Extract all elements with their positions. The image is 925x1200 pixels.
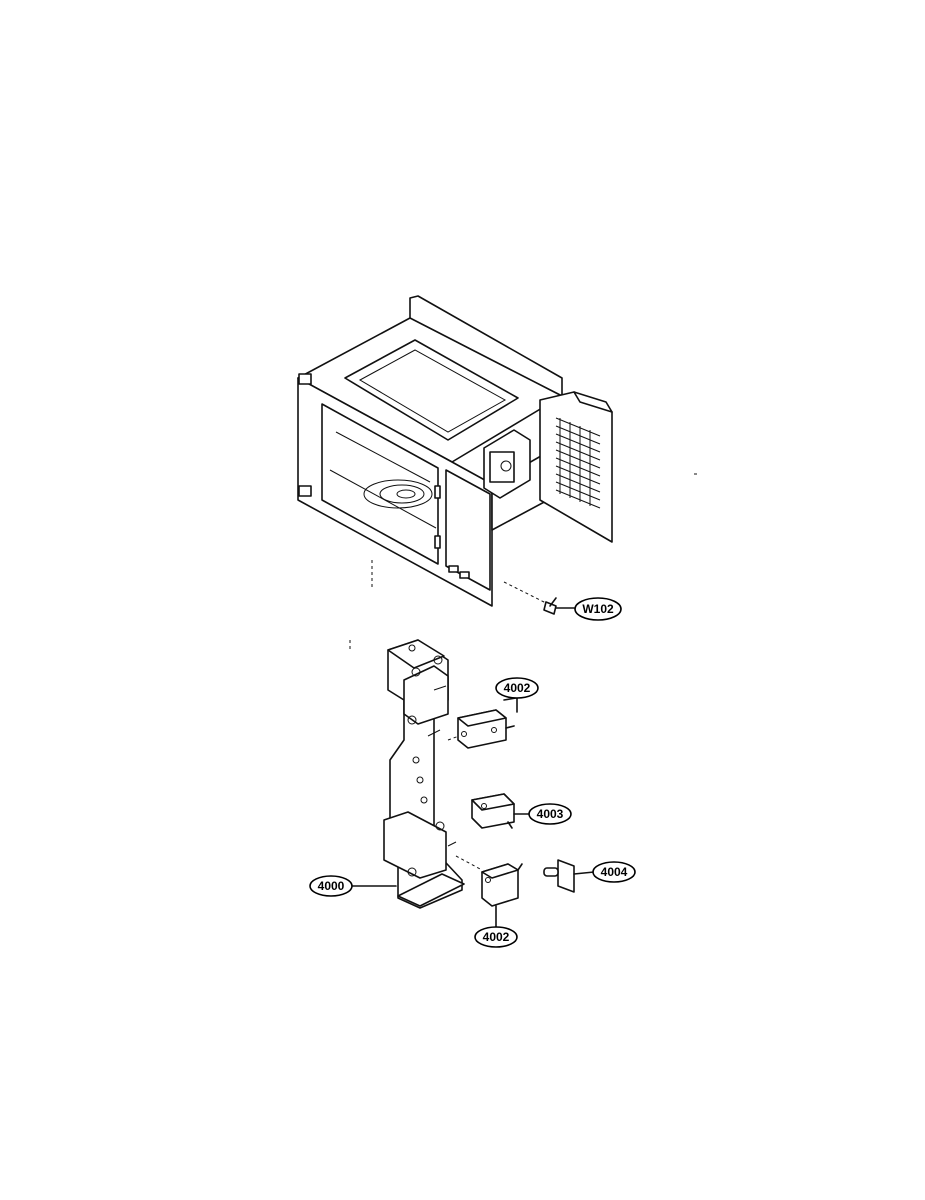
- callout-4000: 4000: [309, 875, 397, 897]
- microwave-cavity-illustration: [297, 295, 613, 607]
- callout-w102-label: W102: [582, 602, 614, 616]
- callout-4004-label: 4004: [601, 865, 628, 879]
- callout-4004: 4004: [592, 861, 636, 883]
- callout-4000-label: 4000: [318, 879, 345, 893]
- vent-grille: [555, 417, 601, 509]
- callout-4003-label: 4003: [537, 807, 564, 821]
- part-4004-bracket: [543, 859, 595, 893]
- callout-4002-bottom-label: 4002: [483, 930, 510, 944]
- callout-4002-top: 4002: [495, 677, 539, 713]
- micro-switch-4002-bottom: [481, 863, 523, 907]
- latch-board-4000: [349, 639, 483, 909]
- screw-w102: [543, 597, 575, 615]
- micro-switch-4003: [471, 793, 533, 829]
- callout-4002-top-label: 4002: [504, 681, 531, 695]
- micro-switch-4002-top: [457, 697, 517, 749]
- callout-4003: 4003: [528, 803, 572, 825]
- callout-w102: W102: [574, 597, 622, 621]
- callout-4002-bottom: 4002: [474, 905, 518, 948]
